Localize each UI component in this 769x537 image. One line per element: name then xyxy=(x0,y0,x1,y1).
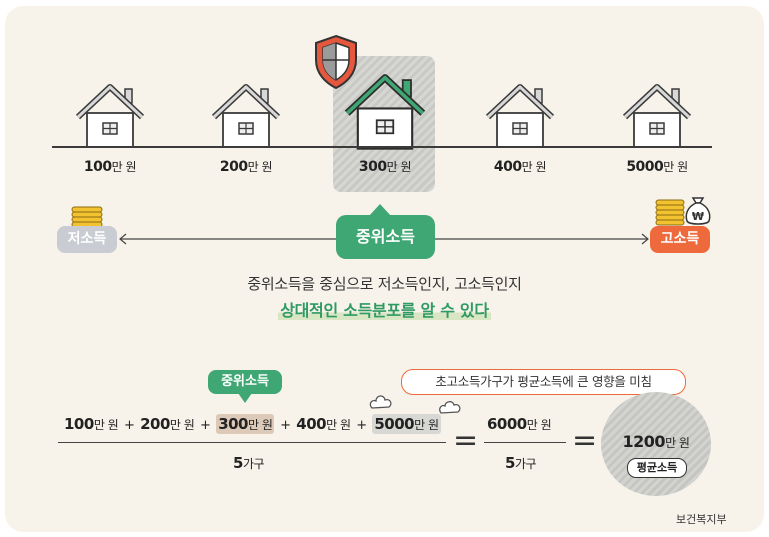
sum-denominator: 5가구 xyxy=(505,454,537,472)
median-tag: 중위소득 xyxy=(208,370,282,394)
house-icon xyxy=(485,84,555,148)
median-tag-pointer xyxy=(238,393,252,403)
source-credit: 보건복지부 xyxy=(676,513,727,526)
sum-numerator: 6000만 원 xyxy=(487,415,552,433)
high-income-badge: 고소득 xyxy=(650,226,710,253)
explanation-line-2: 상대적인 소득분포를 알 수 있다 xyxy=(278,301,491,320)
coin-stack-icon xyxy=(71,206,103,228)
income-label: 400만 원 xyxy=(493,159,547,175)
income-label-median: 300만 원 xyxy=(358,159,412,175)
fraction-line xyxy=(58,442,446,443)
formula-denominator: 5가구 xyxy=(233,454,265,472)
equals-sign: = xyxy=(572,423,598,458)
house-icon xyxy=(622,84,692,148)
formula-numerator: 100만 원 + 200만 원 + 300만 원 + 400만 원 + 5000… xyxy=(64,414,441,434)
term-200: 200만 원 xyxy=(140,415,195,433)
plus-sign: + xyxy=(200,418,211,433)
income-label: 5000만 원 xyxy=(626,159,688,175)
low-income-badge: 저소득 xyxy=(57,226,117,253)
average-income-value: 1200만 원 xyxy=(622,432,690,451)
average-income-label: 평균소득 xyxy=(627,458,687,478)
outlier-note: 초고소득가구가 평균소득에 큰 영향을 미침 xyxy=(401,369,686,395)
average-income-circle xyxy=(601,392,711,496)
term-5000-highlight: 5000만 원 xyxy=(372,414,441,434)
steam-puff-icon xyxy=(369,395,392,409)
income-label: 100만 원 xyxy=(83,159,137,175)
median-pointer xyxy=(369,204,391,216)
house-icon xyxy=(344,74,426,150)
term-100: 100만 원 xyxy=(64,415,119,433)
house-icon xyxy=(211,84,281,148)
explanation-line-1: 중위소득을 중심으로 저소득인지, 고소득인지 xyxy=(247,275,522,293)
equals-sign: = xyxy=(453,423,479,458)
coin-stack-icon xyxy=(655,199,685,226)
fraction-line xyxy=(484,442,566,443)
plus-sign: + xyxy=(123,418,135,433)
median-income-badge: 중위소득 xyxy=(336,215,435,259)
income-label: 200만 원 xyxy=(219,159,273,175)
house-icon xyxy=(75,84,145,148)
svg-text:₩: ₩ xyxy=(692,210,704,223)
plus-sign: + xyxy=(280,418,291,433)
term-300-highlight: 300만 원 xyxy=(216,414,275,434)
plus-sign: + xyxy=(356,418,367,433)
money-bag-icon: ₩ xyxy=(685,197,711,225)
steam-puff-icon xyxy=(439,401,461,414)
term-400: 400만 원 xyxy=(296,415,351,433)
shield-icon xyxy=(315,34,357,90)
houses-baseline xyxy=(52,146,712,148)
